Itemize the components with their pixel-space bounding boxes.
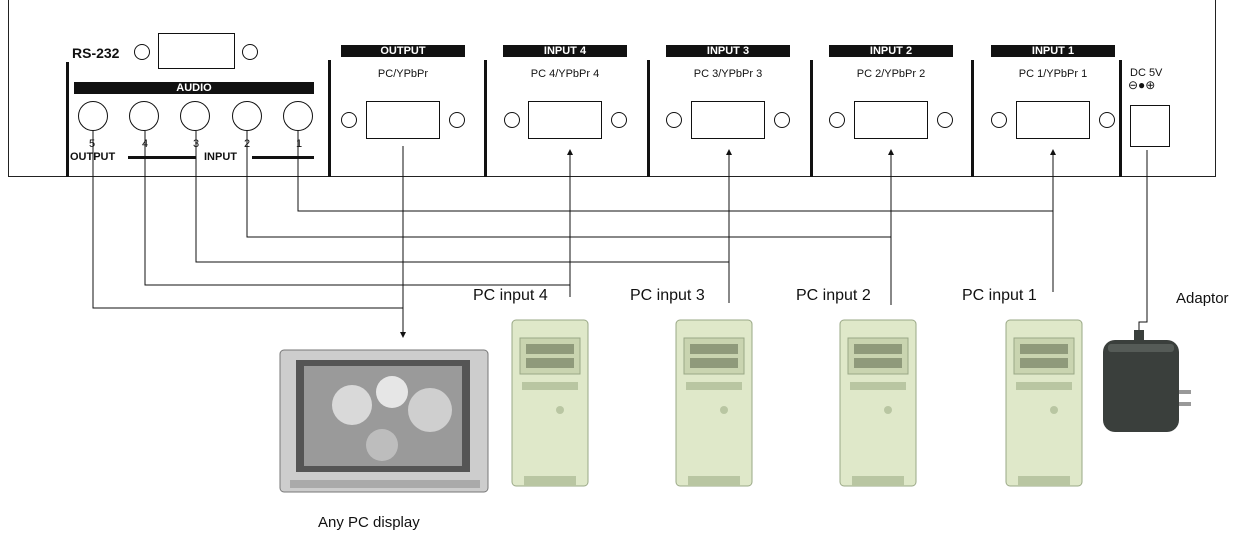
- caption-pc-input-2: PC input 2: [796, 287, 871, 304]
- input1-screw-left: [991, 112, 1007, 128]
- audio-jack-2[interactable]: [232, 101, 262, 131]
- input4-vga-port[interactable]: [528, 101, 602, 139]
- pc-tower-2-icon: [839, 319, 917, 487]
- rs232-screw-left: [134, 44, 150, 60]
- pc-tower-3-icon: [675, 319, 753, 487]
- wire-audio1: [297, 131, 1054, 292]
- audio-jack-1-label: 1: [296, 138, 303, 150]
- input3-screw-right: [774, 112, 790, 128]
- audio-jack-5-label: 5: [89, 138, 96, 150]
- input2-screw-left: [829, 112, 845, 128]
- audio-input-bar: [252, 156, 314, 159]
- panel-divider: [66, 62, 69, 177]
- input2-sublabel: PC 2/YPbPr 2: [856, 68, 926, 80]
- rs232-screw-right: [242, 44, 258, 60]
- rs232-port[interactable]: [158, 33, 235, 69]
- input4-screw-left: [504, 112, 520, 128]
- output-screw-right: [449, 112, 465, 128]
- audio-header: AUDIO: [74, 82, 314, 94]
- input4-sublabel: PC 4/YPbPr 4: [530, 68, 600, 80]
- audio-jack-5[interactable]: [78, 101, 108, 131]
- audio-jack-1[interactable]: [283, 101, 313, 131]
- input4-divider: [484, 60, 487, 177]
- tv-display-icon: [279, 349, 489, 493]
- wire-audio3: [195, 131, 730, 303]
- dc-label: DC 5V: [1130, 67, 1163, 79]
- input2-divider: [810, 60, 813, 177]
- output-header: OUTPUT: [341, 45, 465, 57]
- input4-screw-right: [611, 112, 627, 128]
- caption-adaptor: Adaptor: [1176, 290, 1229, 307]
- input1-vga-port[interactable]: [1016, 101, 1090, 139]
- audio-jack-4[interactable]: [129, 101, 159, 131]
- input3-screw-left: [666, 112, 682, 128]
- dc-power-jack[interactable]: [1130, 105, 1170, 147]
- pc-tower-1-icon: [1005, 319, 1083, 487]
- input2-vga-port[interactable]: [854, 101, 928, 139]
- wire-audio-out: [92, 131, 403, 309]
- input3-sublabel: PC 3/YPbPr 3: [693, 68, 763, 80]
- input1-screw-right: [1099, 112, 1115, 128]
- caption-any-pc-display: Any PC display: [318, 514, 420, 531]
- input3-vga-port[interactable]: [691, 101, 765, 139]
- input1-divider: [971, 60, 974, 177]
- wire-power: [1138, 150, 1148, 340]
- input4-header: INPUT 4: [503, 45, 627, 57]
- rs232-label: RS-232: [72, 45, 120, 61]
- caption-pc-input-1: PC input 1: [962, 287, 1037, 304]
- audio-output-bar: [128, 156, 196, 159]
- dc-polarity-icon: ⊖●⊕: [1128, 78, 1156, 92]
- wire-audio4: [144, 131, 571, 297]
- input2-header: INPUT 2: [829, 45, 953, 57]
- caption-pc-input-3: PC input 3: [630, 287, 705, 304]
- audio-jack-3[interactable]: [180, 101, 210, 131]
- power-adaptor-icon: [1103, 330, 1191, 432]
- input3-header: INPUT 3: [666, 45, 790, 57]
- input3-divider: [647, 60, 650, 177]
- pc-tower-4-icon: [511, 319, 589, 487]
- audio-input-label: INPUT: [204, 151, 237, 163]
- input2-screw-right: [937, 112, 953, 128]
- wire-audio2: [246, 131, 892, 305]
- output-sublabel: PC/YPbPr: [377, 68, 429, 80]
- input1-sublabel: PC 1/YPbPr 1: [1018, 68, 1088, 80]
- dc-divider: [1119, 60, 1122, 177]
- output-screw-left: [341, 112, 357, 128]
- output-vga-port[interactable]: [366, 101, 440, 139]
- input1-header: INPUT 1: [991, 45, 1115, 57]
- caption-pc-input-4: PC input 4: [473, 287, 548, 304]
- output-divider: [328, 60, 331, 177]
